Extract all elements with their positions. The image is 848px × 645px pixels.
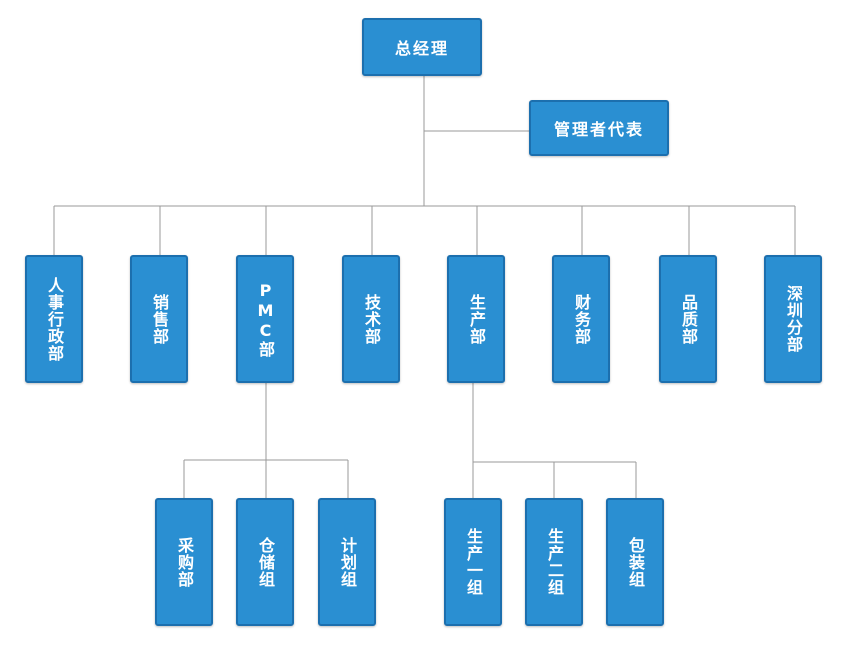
node-group-label: 生产一组: [464, 528, 483, 596]
node-pmc-purchasing: 采购部: [155, 498, 213, 626]
node-production-group-2: 生产二组: [525, 498, 583, 626]
node-dept-pmc: PMC部: [236, 255, 294, 383]
node-dept-label: 人事行政部: [45, 276, 64, 362]
node-pmc-planning: 计划组: [318, 498, 376, 626]
node-management-rep: 管理者代表: [529, 100, 669, 156]
node-dept-finance: 财务部: [552, 255, 610, 383]
node-group-label: 生产二组: [545, 528, 564, 596]
node-group-label: 计划组: [338, 536, 357, 588]
node-dept-label: 销售部: [150, 293, 169, 345]
node-dept-label: 技术部: [362, 293, 381, 345]
node-pmc-warehouse: 仓储组: [236, 498, 294, 626]
node-dept-quality: 品质部: [659, 255, 717, 383]
node-dept-shenzhen-branch: 深圳分部: [764, 255, 822, 383]
node-dept-production: 生产部: [447, 255, 505, 383]
node-dept-label: 深圳分部: [784, 285, 803, 353]
node-packaging-group: 包装组: [606, 498, 664, 626]
node-ceo: 总经理: [362, 18, 482, 76]
node-group-label: 包装组: [626, 536, 645, 588]
node-dept-tech: 技术部: [342, 255, 400, 383]
node-dept-label: 品质部: [679, 293, 698, 345]
node-production-group-1: 生产一组: [444, 498, 502, 626]
node-group-label: 采购部: [175, 536, 194, 588]
node-dept-sales: 销售部: [130, 255, 188, 383]
node-group-label: 仓储组: [256, 536, 275, 588]
node-ceo-label: 总经理: [394, 39, 449, 58]
node-management-rep-label: 管理者代表: [553, 120, 644, 139]
node-dept-label: PMC部: [256, 280, 275, 358]
node-dept-label: 财务部: [572, 293, 591, 345]
node-dept-label: 生产部: [467, 293, 486, 345]
node-dept-hr-admin: 人事行政部: [25, 255, 83, 383]
